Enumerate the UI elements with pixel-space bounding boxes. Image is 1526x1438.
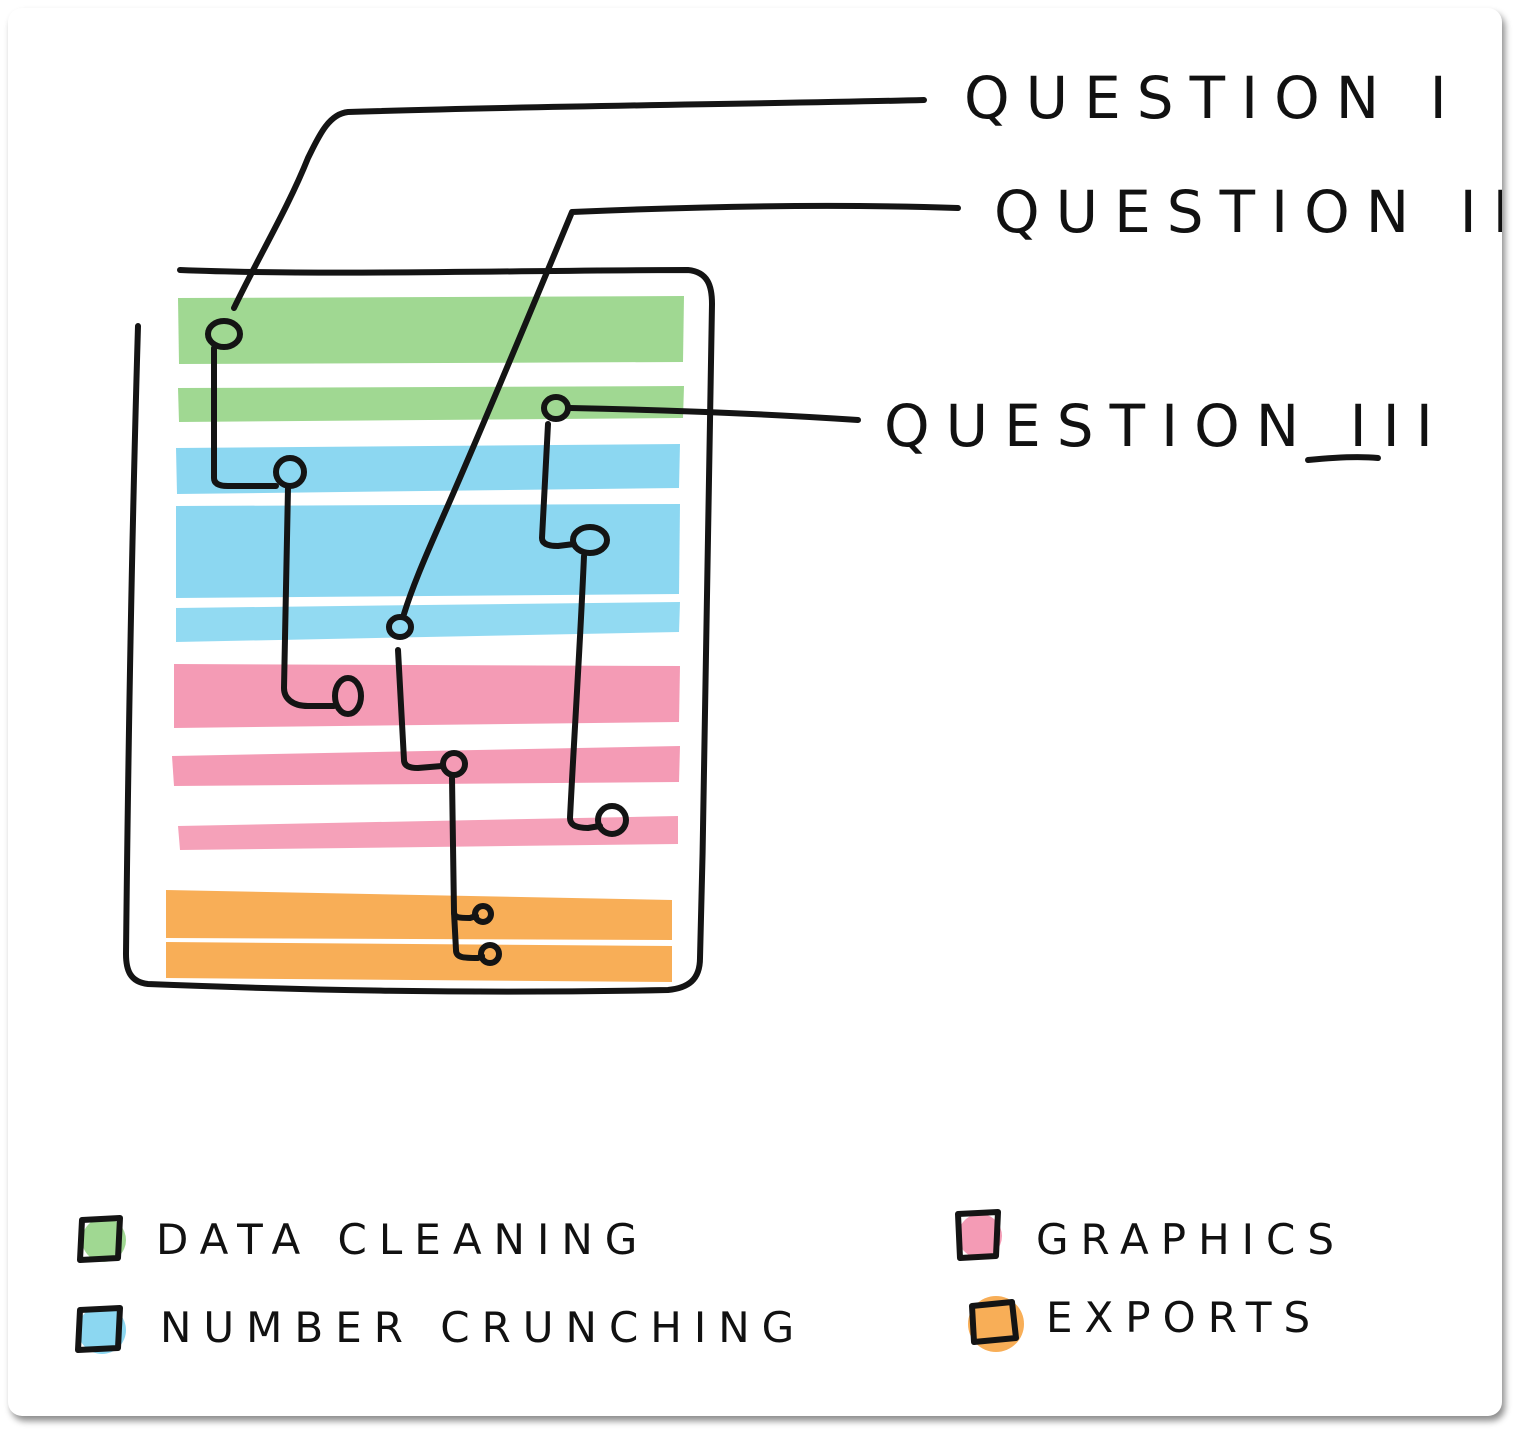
band-data-cleaning-1 bbox=[178, 296, 684, 364]
legend-swatch-data-cleaning bbox=[82, 1218, 126, 1262]
band-exports-2 bbox=[166, 942, 672, 982]
band-data-cleaning-2 bbox=[178, 386, 684, 422]
legend-item-exports: EXPORTS bbox=[968, 1293, 1322, 1352]
question-3-label: QUESTION III bbox=[884, 392, 1449, 460]
legend-label-data-cleaning: DATA CLEANING bbox=[156, 1215, 649, 1264]
legend-box-icon bbox=[955, 1209, 1001, 1261]
legend-item-data-cleaning: DATA CLEANING bbox=[77, 1215, 649, 1264]
legend-label-number-crunching: NUMBER CRUNCHING bbox=[160, 1303, 806, 1352]
node-q1-graphics bbox=[332, 675, 364, 717]
node-q2-number-crunching bbox=[386, 614, 414, 640]
node-q2-exports-2 bbox=[478, 942, 502, 966]
band-graphics-3 bbox=[178, 816, 678, 850]
band-number-crunching-3 bbox=[176, 602, 680, 642]
node-q3-graphics bbox=[595, 803, 629, 837]
node-q2-exports-1 bbox=[472, 903, 494, 925]
workflow-diagram: QUESTION I QUESTION II QUESTION III DATA… bbox=[75, 64, 1502, 1354]
question-3-path bbox=[539, 394, 861, 837]
legend-item-graphics: GRAPHICS bbox=[955, 1209, 1346, 1264]
document-outline bbox=[123, 267, 715, 995]
bands bbox=[166, 296, 684, 982]
diagram-card: QUESTION I QUESTION II QUESTION III DATA… bbox=[8, 8, 1502, 1416]
node-q3-number-crunching bbox=[570, 524, 610, 556]
legend-label-graphics: GRAPHICS bbox=[1036, 1215, 1346, 1264]
node-q1-data-cleaning bbox=[205, 318, 243, 350]
legend-label-exports: EXPORTS bbox=[1046, 1293, 1322, 1342]
legend-box-icon bbox=[969, 1299, 1019, 1345]
legend-swatch-graphics bbox=[958, 1214, 1002, 1258]
question-1-path bbox=[205, 97, 927, 717]
legend-swatch-number-crunching bbox=[78, 1306, 126, 1354]
band-graphics-1 bbox=[174, 664, 680, 728]
node-q3-data-cleaning bbox=[541, 394, 571, 422]
legend: DATA CLEANING NUMBER CRUNCHING GRAPHICS … bbox=[75, 1209, 1346, 1354]
question-2-path bbox=[386, 202, 961, 966]
question-2-label: QUESTION II bbox=[994, 178, 1502, 246]
node-q2-graphics bbox=[440, 750, 468, 778]
legend-box-icon bbox=[77, 1215, 123, 1263]
question-1-label: QUESTION I bbox=[964, 64, 1463, 132]
band-exports-1 bbox=[166, 890, 672, 940]
question-3-underline bbox=[1305, 454, 1381, 463]
legend-item-number-crunching: NUMBER CRUNCHING bbox=[75, 1303, 806, 1354]
legend-box-icon bbox=[75, 1305, 123, 1353]
